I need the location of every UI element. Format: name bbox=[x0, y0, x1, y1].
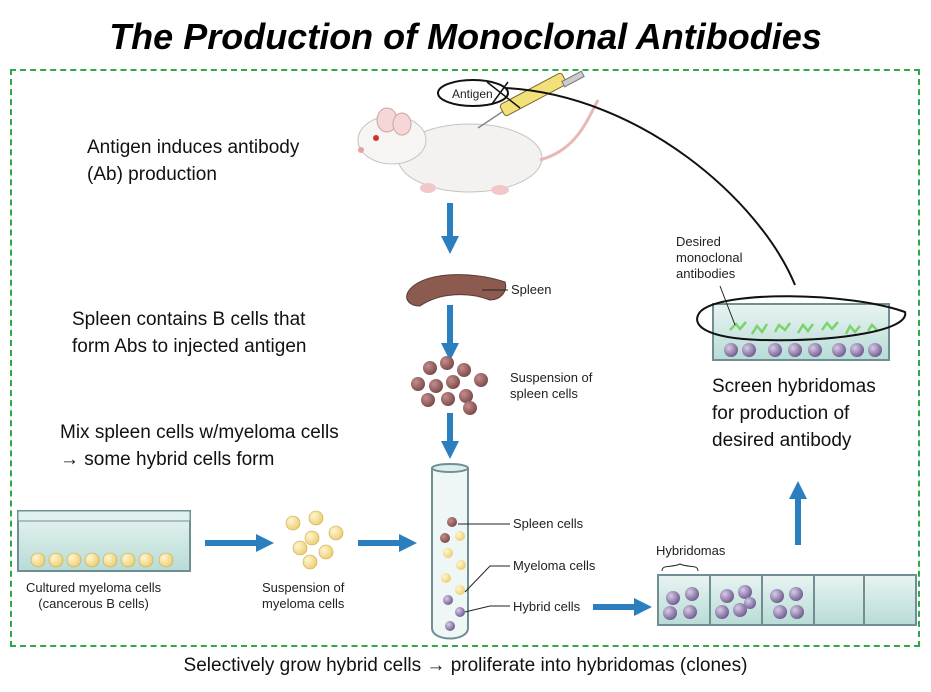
note-screen-line2: for production of bbox=[712, 403, 850, 424]
label-cultured-2: (cancerous B cells) bbox=[38, 596, 149, 611]
footer-caption: Selectively grow hybrid cells → prolifer… bbox=[183, 655, 748, 676]
antibody-screening-dish bbox=[696, 285, 907, 361]
myeloma-culture-dish bbox=[17, 510, 191, 572]
mouse-illustration bbox=[357, 99, 600, 195]
note-spleen-line2: form Abs to injected antigen bbox=[72, 336, 307, 357]
note-spleen: Spleen contains B cells that form Abs to… bbox=[72, 306, 306, 360]
note-antigen-line2: (Ab) production bbox=[87, 164, 217, 185]
label-hybrid-cells: Hybrid cells bbox=[513, 599, 581, 614]
myeloma-cell-suspension bbox=[285, 510, 344, 570]
label-antigen: Antigen bbox=[452, 87, 493, 101]
label-hybridomas: Hybridomas bbox=[656, 543, 726, 558]
note-antigen-line1: Antigen induces antibody bbox=[87, 137, 300, 158]
note-screen-line3: desired antibody bbox=[712, 430, 852, 451]
label-desired-antibodies: Desired monoclonal antibodies bbox=[676, 234, 743, 282]
label-spleen-cells: Spleen cells bbox=[513, 516, 584, 531]
hybridoma-wells bbox=[657, 563, 917, 626]
note-screen: Screen hybridomas for production of desi… bbox=[712, 373, 876, 454]
annotation-curve bbox=[504, 87, 796, 286]
label-cultured-myeloma: Cultured myeloma cells (cancerous B cell… bbox=[26, 580, 161, 612]
label-suspension-myeloma: Suspension of myeloma cells bbox=[262, 580, 344, 612]
label-suspension-spleen-1: Suspension of bbox=[510, 370, 593, 385]
label-suspension-spleen-2: spleen cells bbox=[510, 386, 578, 401]
spleen-cell-suspension bbox=[411, 356, 488, 415]
syringe-illustration bbox=[477, 70, 585, 129]
diagram-frame bbox=[10, 69, 920, 647]
note-spleen-line1: Spleen contains B cells that bbox=[72, 309, 306, 330]
page-title: The Production of Monoclonal Antibodies bbox=[109, 16, 822, 57]
note-antigen: Antigen induces antibody (Ab) production bbox=[87, 134, 299, 188]
label-desired-3: antibodies bbox=[676, 266, 736, 281]
note-mix: Mix spleen cells w/myeloma cells → some … bbox=[60, 419, 339, 473]
label-suspension-myeloma-1: Suspension of bbox=[262, 580, 345, 595]
label-suspension-spleen: Suspension of spleen cells bbox=[510, 370, 592, 402]
label-cultured-1: Cultured myeloma cells bbox=[26, 580, 162, 595]
spleen-organ bbox=[406, 274, 507, 307]
label-myeloma-cells: Myeloma cells bbox=[513, 558, 596, 573]
label-desired-2: monoclonal bbox=[676, 250, 743, 265]
note-mix-line2: → some hybrid cells form bbox=[60, 449, 275, 470]
test-tube bbox=[431, 463, 510, 640]
label-spleen: Spleen bbox=[511, 282, 552, 297]
note-screen-line1: Screen hybridomas bbox=[712, 376, 876, 397]
antigen-annotation-circle bbox=[437, 79, 509, 107]
label-suspension-myeloma-2: myeloma cells bbox=[262, 596, 345, 611]
label-desired-1: Desired bbox=[676, 234, 721, 249]
note-mix-line1: Mix spleen cells w/myeloma cells bbox=[60, 422, 339, 443]
